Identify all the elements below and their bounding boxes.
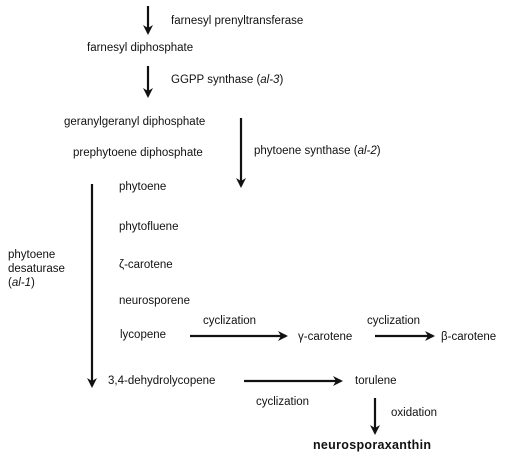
enzyme-phytoene-synthase: phytoene synthase (al-2) xyxy=(254,145,381,157)
compound-3-4-dehydrolycopene: 3,4-dehydrolycopene xyxy=(108,375,216,387)
enzyme-farnesyl-prenyltransferase: farnesyl prenyltransferase xyxy=(171,15,304,27)
compound-neurosporene: neurosporene xyxy=(119,295,190,307)
compound-neurosporaxanthin: neurosporaxanthin xyxy=(313,438,432,452)
gene-al-1: al-1 xyxy=(11,277,32,289)
compound-gamma-carotene: γ-carotene xyxy=(298,331,353,343)
gene-al-3: al-3 xyxy=(260,74,280,86)
compound-geranylgeranyl-diphosphate: geranylgeranyl diphosphate xyxy=(64,116,206,128)
compound-phytoene: phytoene xyxy=(119,181,167,193)
reaction-cyclization-2: cyclization xyxy=(367,315,421,327)
gene-al-2: al-2 xyxy=(357,145,377,157)
compound-prephytoene-diphosphate: prephytoene diphosphate xyxy=(73,147,203,159)
compound-phytofluene: phytofluene xyxy=(119,221,179,233)
compound-beta-carotene: β-carotene xyxy=(441,331,497,343)
enzyme-phytoene-desaturase-line1: phytoene xyxy=(8,249,56,261)
reaction-oxidation: oxidation xyxy=(391,407,438,419)
compound-farnesyl-diphosphate: farnesyl diphosphate xyxy=(87,42,194,54)
enzyme-phytoene-desaturase-line2: desaturase xyxy=(8,263,65,275)
reaction-cyclization-1: cyclization xyxy=(203,315,257,327)
reaction-cyclization-3: cyclization xyxy=(256,396,310,408)
enzyme-phytoene-synthase-name: phytoene synthase xyxy=(254,145,351,157)
enzyme-ggpp-synthase-name: GGPP synthase xyxy=(171,74,254,86)
compound-lycopene: lycopene xyxy=(120,329,167,341)
compound-torulene: torulene xyxy=(355,375,397,387)
enzyme-phytoene-desaturase-gene: (al-1) xyxy=(8,277,35,289)
enzyme-ggpp-synthase: GGPP synthase (al-3) xyxy=(171,74,284,86)
compound-zeta-carotene: ζ-carotene xyxy=(119,259,173,271)
